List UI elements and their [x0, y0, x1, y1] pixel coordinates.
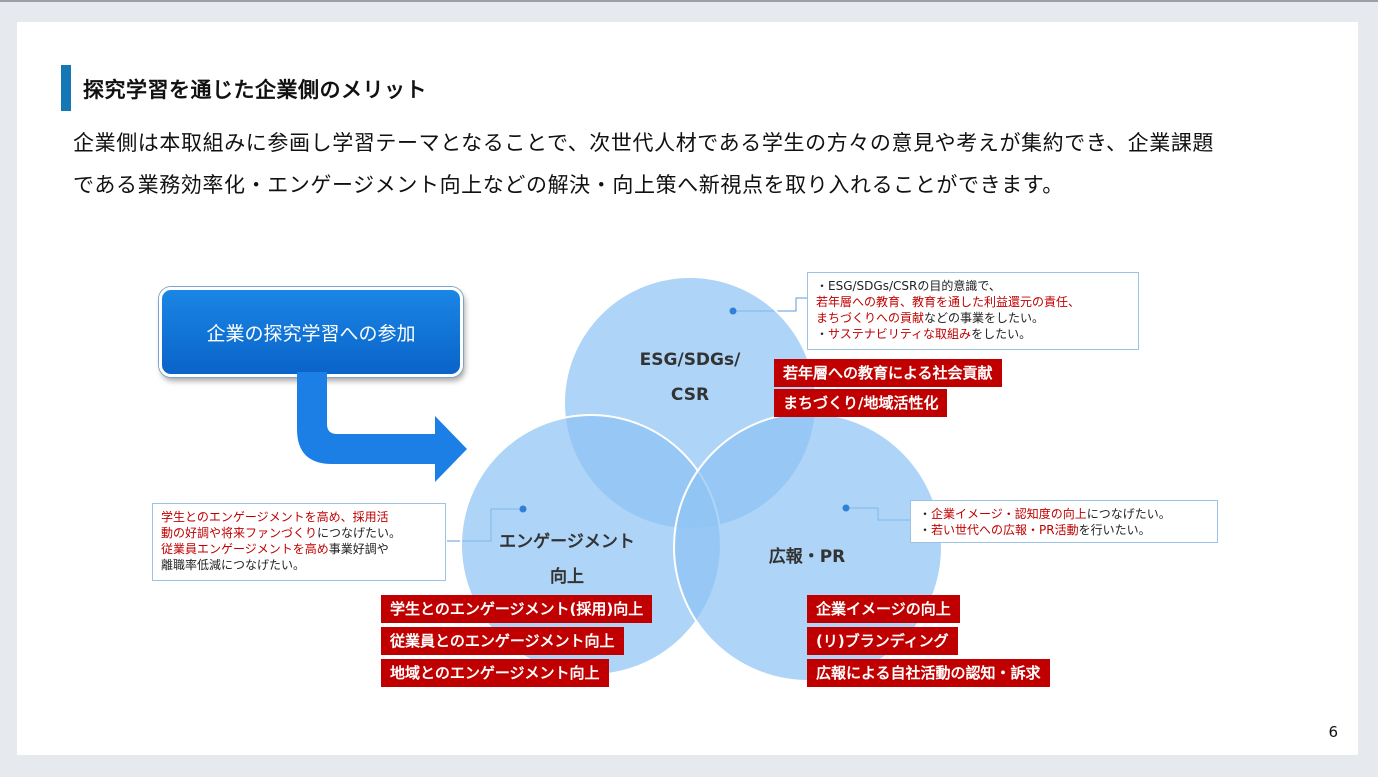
note-engage: 学生とのエンゲージメントを高め、採用活 動の好調や将来ファンづくりにつなげたい。…	[152, 503, 446, 581]
circle-esg-label: ESG/SDGs/ CSR	[617, 343, 763, 413]
tag-pr-1: 企業イメージの向上	[807, 595, 960, 623]
note-engage-line2-red: 動の好調や将来ファンづくり	[161, 526, 318, 540]
note-pr-line2-bullet: ・	[919, 523, 932, 537]
note-engage-line4: 離職率低減につなげたい。	[161, 558, 306, 572]
note-engage-line3-black: 事業好調や	[328, 542, 389, 556]
note-engage-line2: 動の好調や将来ファンづくりにつなげたい。	[161, 525, 437, 541]
note-pr-line2-black: を行いたい。	[1078, 523, 1151, 537]
note-esg: ・ESG/SDGs/CSRの目的意識で、 若年層への教育、教育を通した利益還元の…	[807, 272, 1139, 350]
flow-arrow	[297, 372, 467, 482]
tag-esg-1: 若年層への教育による社会貢献	[774, 359, 1002, 387]
lead-line-1: 企業側は本取組みに参画し学習テーマとなることで、次世代人材である学生の方々の意見…	[73, 131, 1215, 155]
flow-arrow-shape	[297, 372, 467, 482]
circle-engage-label-line2: 向上	[550, 567, 584, 587]
circle-esg-label-line2: CSR	[670, 385, 710, 405]
note-pr-line1-bullet: ・	[919, 507, 932, 521]
note-pr-line2: ・若い世代への広報・PR活動を行いたい。	[919, 522, 1209, 538]
tag-engage-2: 従業員とのエンゲージメント向上	[381, 627, 624, 655]
lead-paragraph: 企業側は本取組みに参画し学習テーマとなることで、次世代人材である学生の方々の意見…	[73, 122, 1313, 206]
tag-engage-3: 地域とのエンゲージメント向上	[381, 659, 609, 687]
participation-label: 企業の探究学習への参加	[206, 322, 416, 345]
slide: 探究学習を通じた企業側のメリット 企業側は本取組みに参画し学習テーマとなることで…	[17, 22, 1358, 755]
note-esg-line3-black: などの事業をしたい。	[924, 311, 1045, 325]
window-top-border	[0, 0, 1378, 2]
lead-line-2: である業務効率化・エンゲージメント向上などの解決・向上策へ新視点を取り入れること…	[73, 173, 1064, 197]
dot-esg	[729, 307, 737, 315]
note-esg-line4-black: をしたい。	[971, 327, 1032, 341]
circle-pr-label: 広報・PR	[768, 547, 846, 567]
note-pr-line2-red: 若い世代への広報・PR活動	[931, 523, 1079, 537]
note-pr-line1-red: 企業イメージ・認知度の向上	[931, 507, 1087, 521]
note-esg-line3: まちづくりへの貢献などの事業をしたい。	[816, 310, 1130, 326]
tag-pr-2: (リ)ブランディング	[807, 627, 958, 655]
note-pr-line1-black: につなげたい。	[1086, 507, 1171, 521]
note-esg-line4: ・サステナビリティな取組みをしたい。	[816, 326, 1130, 342]
note-esg-line3-red: まちづくりへの貢献	[816, 311, 925, 325]
tag-engage-1: 学生とのエンゲージメント(採用)向上	[381, 595, 653, 623]
note-engage-line3: 従業員エンゲージメントを高め事業好調や	[161, 541, 437, 557]
circle-engage-label-line1: エンゲージメント	[499, 532, 635, 552]
dot-pr	[842, 504, 850, 512]
note-engage-line2-black: につなげたい。	[317, 526, 402, 540]
page-number: 6	[1328, 723, 1338, 741]
circle-esg-label-line1: ESG/SDGs/	[639, 350, 741, 370]
note-esg-line1: ・ESG/SDGs/CSRの目的意識で、	[816, 279, 1001, 293]
note-esg-line2: 若年層への教育、教育を通した利益還元の責任、	[816, 295, 1081, 309]
note-esg-line4-bullet: ・	[816, 327, 829, 341]
note-pr: ・企業イメージ・認知度の向上につなげたい。 ・若い世代への広報・PR活動を行いた…	[910, 500, 1218, 543]
slide-title: 探究学習を通じた企業側のメリット	[83, 78, 427, 102]
note-engage-line3-red: 従業員エンゲージメントを高め	[161, 542, 329, 556]
note-engage-line1: 学生とのエンゲージメントを高め、採用活	[161, 510, 389, 524]
participation-box: 企業の探究学習への参加	[159, 287, 463, 377]
tag-pr-3: 広報による自社活動の認知・訴求	[807, 659, 1050, 687]
tag-esg-2: まちづくり/地域活性化	[774, 389, 948, 417]
dot-engage	[519, 505, 527, 513]
note-pr-line1: ・企業イメージ・認知度の向上につなげたい。	[919, 506, 1209, 522]
note-esg-line4-red: サステナビリティな取組み	[828, 327, 972, 341]
title-accent-bar	[61, 65, 71, 111]
circle-engage-label: エンゲージメント 向上	[477, 525, 657, 595]
